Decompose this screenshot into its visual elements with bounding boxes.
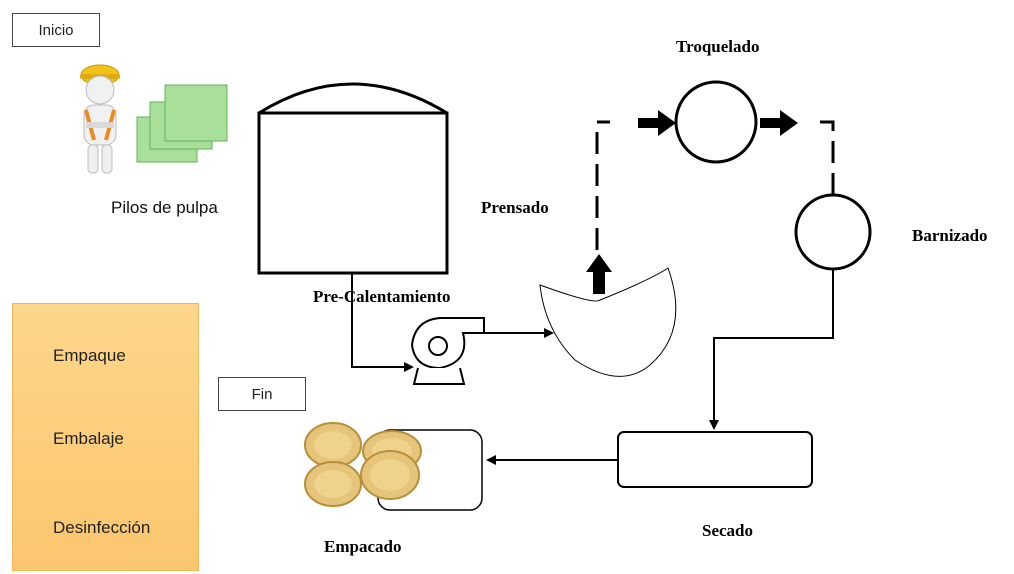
pulp-sheets-icon	[136, 84, 228, 163]
panel-item-disinfection: Desinfección	[53, 518, 151, 537]
stage-label-drying: Secado	[702, 521, 753, 540]
panel-item-wrapping: Embalaje	[53, 429, 124, 448]
worker-hardhat-icon	[80, 64, 120, 174]
final-steps-panel: Empaque Embalaje Desinfección	[12, 303, 199, 571]
stage-label-preheating: Pre-Calentamiento	[313, 287, 451, 306]
flow-varnish-to-dryer	[709, 269, 834, 430]
dashed-loop-left	[595, 120, 610, 250]
press-container	[539, 267, 677, 377]
end-label: Fin	[218, 377, 306, 411]
thick-arrow-out-die-cutting	[760, 110, 798, 136]
thick-arrow-into-die-cutting	[638, 110, 676, 136]
press-up-arrow	[586, 254, 612, 294]
stage-label-die-cutting: Troquelado	[676, 37, 760, 56]
dryer-unit	[617, 431, 813, 488]
pulp-plates-icon	[304, 422, 422, 507]
panel-item-packaging: Empaque	[53, 346, 126, 365]
stage-label-pressing: Prensado	[481, 198, 549, 217]
flow-tank-to-pump	[351, 273, 414, 372]
stage-label-varnishing: Barnizado	[912, 226, 988, 245]
dashed-loop-right	[820, 120, 835, 196]
die-cutting-station	[674, 80, 758, 164]
varnishing-station	[794, 193, 872, 271]
start-label: Inicio	[12, 13, 100, 47]
raw-material-label: Pilos de pulpa	[111, 198, 218, 217]
pump-icon	[410, 317, 485, 385]
storage-tank	[257, 82, 449, 275]
stage-label-packing: Empacado	[324, 537, 402, 556]
